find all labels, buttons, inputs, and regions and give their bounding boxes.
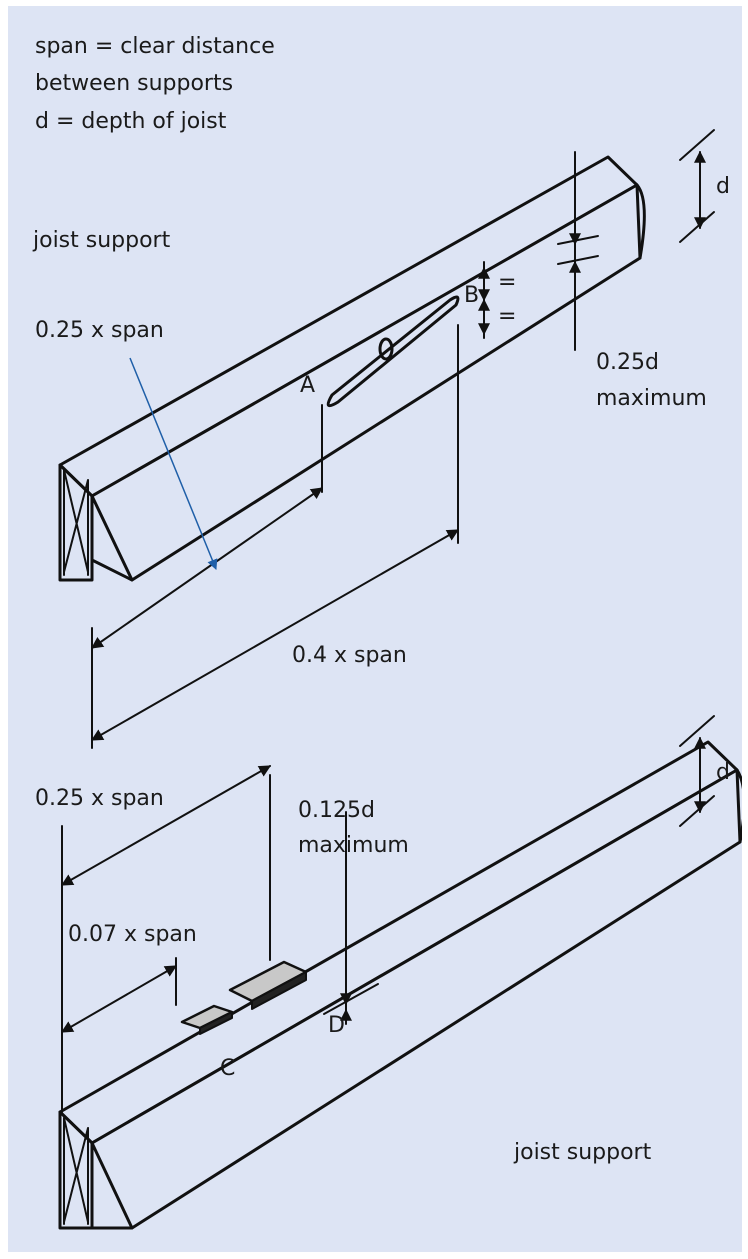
hole-a-label: A	[300, 373, 316, 398]
centre-b-label: B	[464, 283, 480, 308]
legend-line-1: span = clear distance	[35, 34, 275, 59]
bottom-max-line-2: maximum	[298, 833, 409, 858]
notch-d	[228, 960, 308, 1010]
notch-c	[180, 1004, 234, 1035]
span-025-pointer	[129, 357, 218, 570]
legend-line-2: between supports	[35, 71, 234, 96]
top-span-04-label: 0.4 x span	[292, 643, 407, 668]
bottom-span-025-dim	[60, 765, 272, 886]
hole-a	[326, 295, 460, 408]
notch-c-label: C	[220, 1056, 236, 1081]
bottom-joist-support-label: joist support	[514, 1140, 652, 1165]
joist-notching-diagram	[58, 129, 742, 1230]
top-span-025-label: 0.25 x span	[35, 318, 164, 343]
top-max-line-2: maximum	[596, 386, 707, 411]
bottom-joist	[58, 715, 742, 1230]
top-span-04-dim	[90, 529, 460, 741]
top-joist-support-label: joist support	[33, 228, 171, 253]
top-joist-end-cross	[63, 469, 89, 576]
bottom-joist-end-cross	[63, 1117, 89, 1225]
bottom-span-007-label: 0.07 x span	[68, 922, 197, 947]
notch-d-label: D	[328, 1013, 345, 1038]
diagram-panel: span = clear distance between supports d…	[8, 6, 742, 1252]
equal-bottom-label: =	[498, 304, 517, 329]
legend-line-3: d = depth of joist	[35, 109, 227, 134]
bottom-span-025-label: 0.25 x span	[35, 786, 164, 811]
bottom-max-line-1: 0.125d	[298, 798, 375, 823]
equal-top-label: =	[498, 270, 517, 295]
top-joist	[58, 129, 715, 749]
top-depth-label: d	[716, 174, 730, 199]
bottom-depth-label: d	[716, 760, 730, 785]
bottom-span-007-dim	[60, 965, 178, 1033]
top-max-line-1: 0.25d	[596, 350, 659, 375]
